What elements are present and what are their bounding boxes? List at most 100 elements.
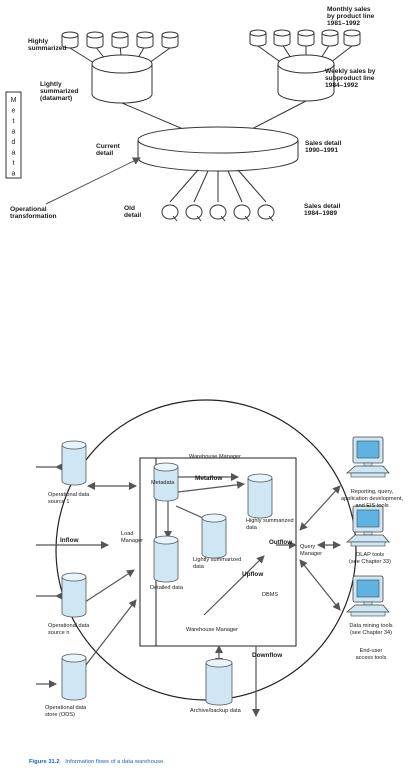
old-detail-label-line: Old xyxy=(124,205,135,212)
dbms-label: DBMS xyxy=(262,592,278,598)
lightly-summarized-cylinder-left xyxy=(91,54,153,104)
metaflow-label: Metaflow xyxy=(195,475,222,482)
highly-summarized-cylinder xyxy=(111,31,129,49)
highly-summarized-cylinders-right xyxy=(249,29,361,67)
highly-summarized-cylinder xyxy=(136,31,154,49)
highly-summarized-cylinder xyxy=(343,29,361,47)
metadata-letter: e xyxy=(12,108,16,115)
archive-cylinder xyxy=(205,658,233,706)
operational-sourcen-cylinder xyxy=(61,572,87,618)
sales-detail-old-label-line: 1984–1989 xyxy=(304,210,337,217)
metadata-letters: Metadata xyxy=(11,97,17,178)
monthly-sales-label-line: by product line xyxy=(327,13,375,20)
lightly-summarized-label-line: data xyxy=(193,564,205,570)
operational-transformation-arrow xyxy=(45,157,141,205)
highly-summarized-label-line: Highly summarized xyxy=(246,518,294,524)
outflow-label: Outflow xyxy=(269,539,292,546)
load-manager-label-line: Manager xyxy=(121,538,143,544)
metadata-letter: t xyxy=(13,118,15,125)
old-detail-cylinder xyxy=(209,204,227,222)
lightly-summarized-label-line: Lightly summarized xyxy=(193,557,241,563)
monthly-sales-label-line: 1981–1992 xyxy=(327,20,360,27)
operational-ods-cylinder xyxy=(61,653,87,701)
old-detail-cylinder xyxy=(161,204,179,222)
ods-arrow xyxy=(81,599,137,671)
reporting-tools-label-line: application development, xyxy=(341,496,403,502)
query-manager-label-line: Query xyxy=(300,544,315,550)
olap-computer xyxy=(345,505,390,547)
top-diagram: Metadata xyxy=(5,6,376,222)
figure-number: Figure 31.2 xyxy=(29,759,60,765)
highly-summarized-label-line: summarized xyxy=(28,45,66,52)
olap-tools-label: OLAP tools(see Chapter 33) xyxy=(349,552,391,565)
sales-detail-old-label-line: Sales detail xyxy=(304,203,340,210)
mining-computer xyxy=(345,575,390,617)
old-detail-cylinder xyxy=(257,204,275,222)
highly-summarized-cylinder xyxy=(86,31,104,49)
lightly-summarized-label-line: Lightly xyxy=(40,81,62,88)
highly-summarized-cylinder xyxy=(297,29,315,47)
old-detail-cylinders xyxy=(161,204,275,222)
metadata-letter: a xyxy=(12,129,16,136)
mining-tools-label-line: Data mining tools xyxy=(349,623,392,629)
link-right-to-current xyxy=(245,100,307,133)
old-detail-cylinder xyxy=(185,204,203,222)
lightly-summarized-label-line: (datamart) xyxy=(40,95,72,102)
downflow-label: Downflow xyxy=(252,652,282,659)
highly-summarized-cylinder xyxy=(247,473,273,519)
current-detail-label-line: Current xyxy=(96,143,121,150)
metadata-letter: t xyxy=(13,160,15,167)
detailed-data-label: Detailed data xyxy=(150,585,184,591)
weekly-sales-label-line: subproduct line xyxy=(325,75,375,82)
highly-summarized-label-line: Highly xyxy=(28,38,48,45)
metadata-box xyxy=(5,91,22,179)
metadata-label: Metadata xyxy=(151,480,175,486)
sales-detail-current-label-line: 1990–1991 xyxy=(305,147,338,154)
access-tools-label-line: access tools xyxy=(356,655,387,661)
mining-tools-label-line: (see Chapter 34) xyxy=(350,630,392,636)
upflow-label-line: Upflow xyxy=(242,571,263,578)
weekly-sales-label-line: Weekly sales by xyxy=(325,68,376,75)
load-manager-label-line: Load xyxy=(121,531,133,537)
detailed-data-label-line: Detailed data xyxy=(150,585,184,591)
query-manager-label-line: Manager xyxy=(300,551,322,557)
upflow-label: Upflow xyxy=(242,571,263,578)
archive-label: Archive/backup data xyxy=(190,708,242,714)
operational-transformation-label-line: transformation xyxy=(10,213,57,220)
upflow-arrow xyxy=(203,555,265,616)
ods-label-line: Operational data xyxy=(45,705,87,711)
reporting-tools-label: Reporting, query,application development… xyxy=(341,489,403,509)
highly-summarized-cylinders-left xyxy=(61,31,179,69)
metadata-to-highly-arrow xyxy=(177,480,245,493)
figure-caption-text: Information flows of a data warehouse. xyxy=(65,759,165,765)
highly-summarized-cylinder xyxy=(273,29,291,47)
highly-summarized-cylinder xyxy=(161,31,179,49)
warehouse-manager-top-label: Warehouse Manager xyxy=(189,454,241,460)
sourcen-arrow xyxy=(81,569,135,605)
metadata-label-line: Metadata xyxy=(151,480,175,486)
source1-label-line: source 1 xyxy=(48,499,69,505)
sourcen-label-line: Operational data xyxy=(48,623,90,629)
link-left-to-current xyxy=(121,102,191,133)
metaflow-label-line: Metaflow xyxy=(195,475,222,482)
monthly-sales-label-line: Monthly sales xyxy=(327,6,371,13)
metadata-letter: M xyxy=(11,97,17,104)
lightly-summarized-cylinder xyxy=(201,513,227,559)
highly-summarized-label-line: data xyxy=(246,525,258,531)
olap-tools-label-line: (see Chapter 33) xyxy=(349,559,391,565)
figure-caption: Figure 31.2 Information flows of a data … xyxy=(29,759,165,765)
